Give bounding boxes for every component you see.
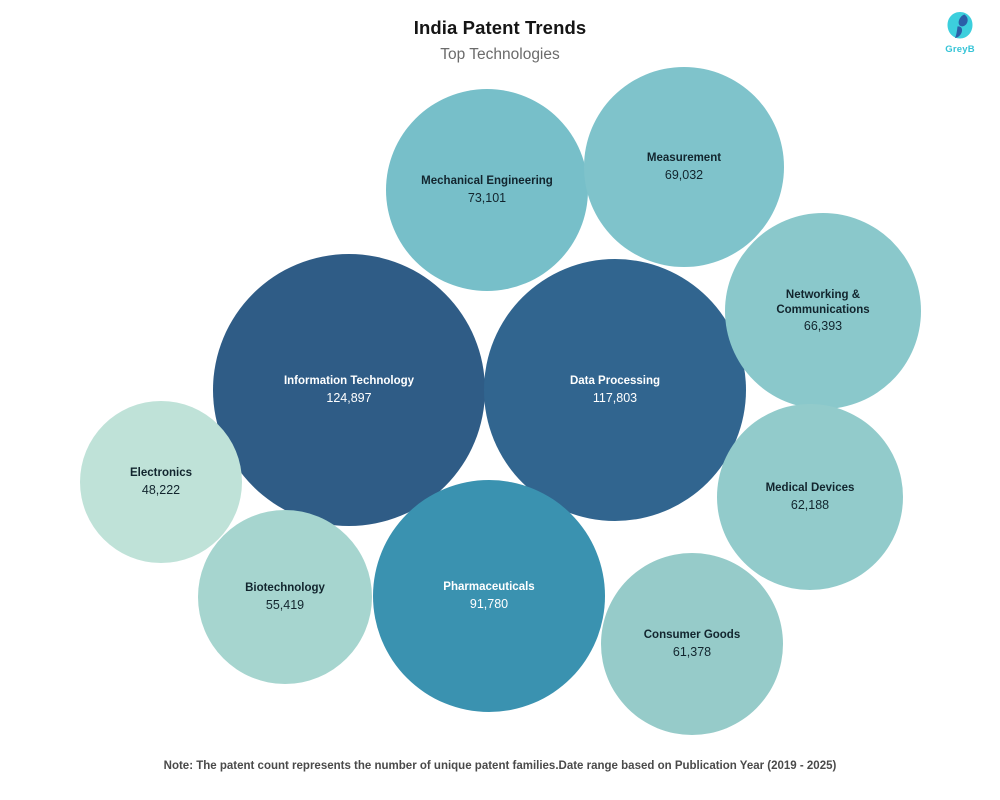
bubble-label: Mechanical Engineering — [421, 175, 553, 188]
bubble-mechanical-engineering[interactable]: Mechanical Engineering 73,101 — [386, 89, 588, 291]
bubble-label: Measurement — [646, 152, 722, 165]
bubble-value: 55,419 — [265, 597, 305, 612]
bubble-networking-communications[interactable]: Networking & Communications 66,393 — [725, 213, 921, 409]
greyb-logo-text: GreyB — [945, 44, 975, 55]
bubble-label: Pharmaceuticals — [443, 581, 535, 594]
chart-footnote: Note: The patent count represents the nu… — [163, 760, 837, 772]
bubble-biotechnology[interactable]: Biotechnology 55,419 — [198, 510, 372, 684]
chart-header: India Patent Trends Top Technologies — [0, 0, 1000, 70]
bubble-electronics[interactable]: Electronics 48,222 — [80, 401, 242, 563]
bubble-value: 48,222 — [141, 482, 181, 497]
bubble-label: Data Processing — [569, 375, 661, 388]
bubble-label: Medical Devices — [765, 482, 855, 495]
greyb-logo-icon — [947, 12, 973, 39]
page-title: India Patent Trends — [413, 17, 587, 38]
bubble-consumer-goods[interactable]: Consumer Goods 61,378 — [601, 553, 783, 735]
page-subtitle: Top Technologies — [440, 46, 560, 63]
bubble-measurement[interactable]: Measurement 69,032 — [584, 67, 784, 267]
bubble-label: Information Technology — [283, 375, 415, 388]
bubble-medical-devices[interactable]: Medical Devices 62,188 — [717, 404, 903, 590]
bubble-value: 66,393 — [803, 319, 843, 334]
bubble-label: Consumer Goods — [643, 629, 741, 642]
bubble-value: 73,101 — [467, 190, 507, 205]
bubble-pharmaceuticals[interactable]: Pharmaceuticals 91,780 — [373, 480, 605, 712]
bubble-value: 69,032 — [664, 167, 704, 182]
bubble-value: 91,780 — [469, 596, 509, 611]
bubble-label: Networking & Communications — [776, 288, 870, 316]
bubble-label: Biotechnology — [245, 582, 325, 595]
bubble-value: 117,803 — [592, 390, 638, 405]
bubble-information-technology[interactable]: Information Technology 124,897 — [213, 254, 485, 526]
bubble-value: 61,378 — [672, 644, 712, 659]
bubble-data-processing[interactable]: Data Processing 117,803 — [484, 259, 746, 521]
bubble-value: 62,188 — [790, 497, 830, 512]
bubble-value: 124,897 — [326, 390, 372, 405]
greyb-logo[interactable]: GreyB — [932, 9, 988, 57]
bubble-label: Electronics — [130, 467, 192, 480]
